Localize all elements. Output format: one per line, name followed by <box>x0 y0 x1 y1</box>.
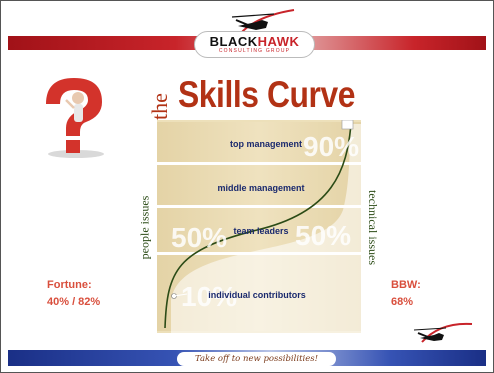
fortune-label: Fortune: <box>47 279 92 291</box>
bbw-label: BBW: <box>391 279 421 291</box>
logo-subtitle: CONSULTING GROUP <box>218 48 291 54</box>
helicopter-icon <box>231 9 295 35</box>
page-title: Skills Curve <box>178 74 356 115</box>
people-issues-label: people issues <box>137 195 152 259</box>
level-top-management: top management <box>230 139 302 149</box>
logo-text-red: HAWK <box>257 34 300 49</box>
skills-curve-diagram: 90% 50% 50% 10% top management middle ma… <box>157 120 361 333</box>
logo-text-black: BLACK <box>209 34 258 49</box>
percent-team-left: 50% <box>171 222 227 253</box>
level-middle-management: middle management <box>217 183 304 193</box>
question-mark-icon <box>46 78 104 158</box>
percent-individual: 10% <box>181 281 237 312</box>
level-team-leaders: team leaders <box>233 226 288 236</box>
svg-text:the: the <box>150 93 172 120</box>
percent-team-right: 50% <box>295 220 351 251</box>
level-individual-contributors: individual contributors <box>208 290 306 300</box>
technical-issues-label: technical issues <box>365 189 380 265</box>
percent-top: 90% <box>303 131 359 162</box>
fortune-value: 40% / 82% <box>47 296 101 308</box>
tagline: Take off to new possibilities! <box>177 352 336 366</box>
helicopter-icon-small <box>413 322 473 343</box>
bbw-value: 68% <box>391 296 414 308</box>
company-logo: BLACKHAWK CONSULTING GROUP <box>194 31 315 58</box>
bbw-stats: BBW: 68% <box>391 277 421 311</box>
fortune-stats: Fortune: 40% / 82% <box>47 277 100 311</box>
title-prefix: the <box>150 93 172 120</box>
